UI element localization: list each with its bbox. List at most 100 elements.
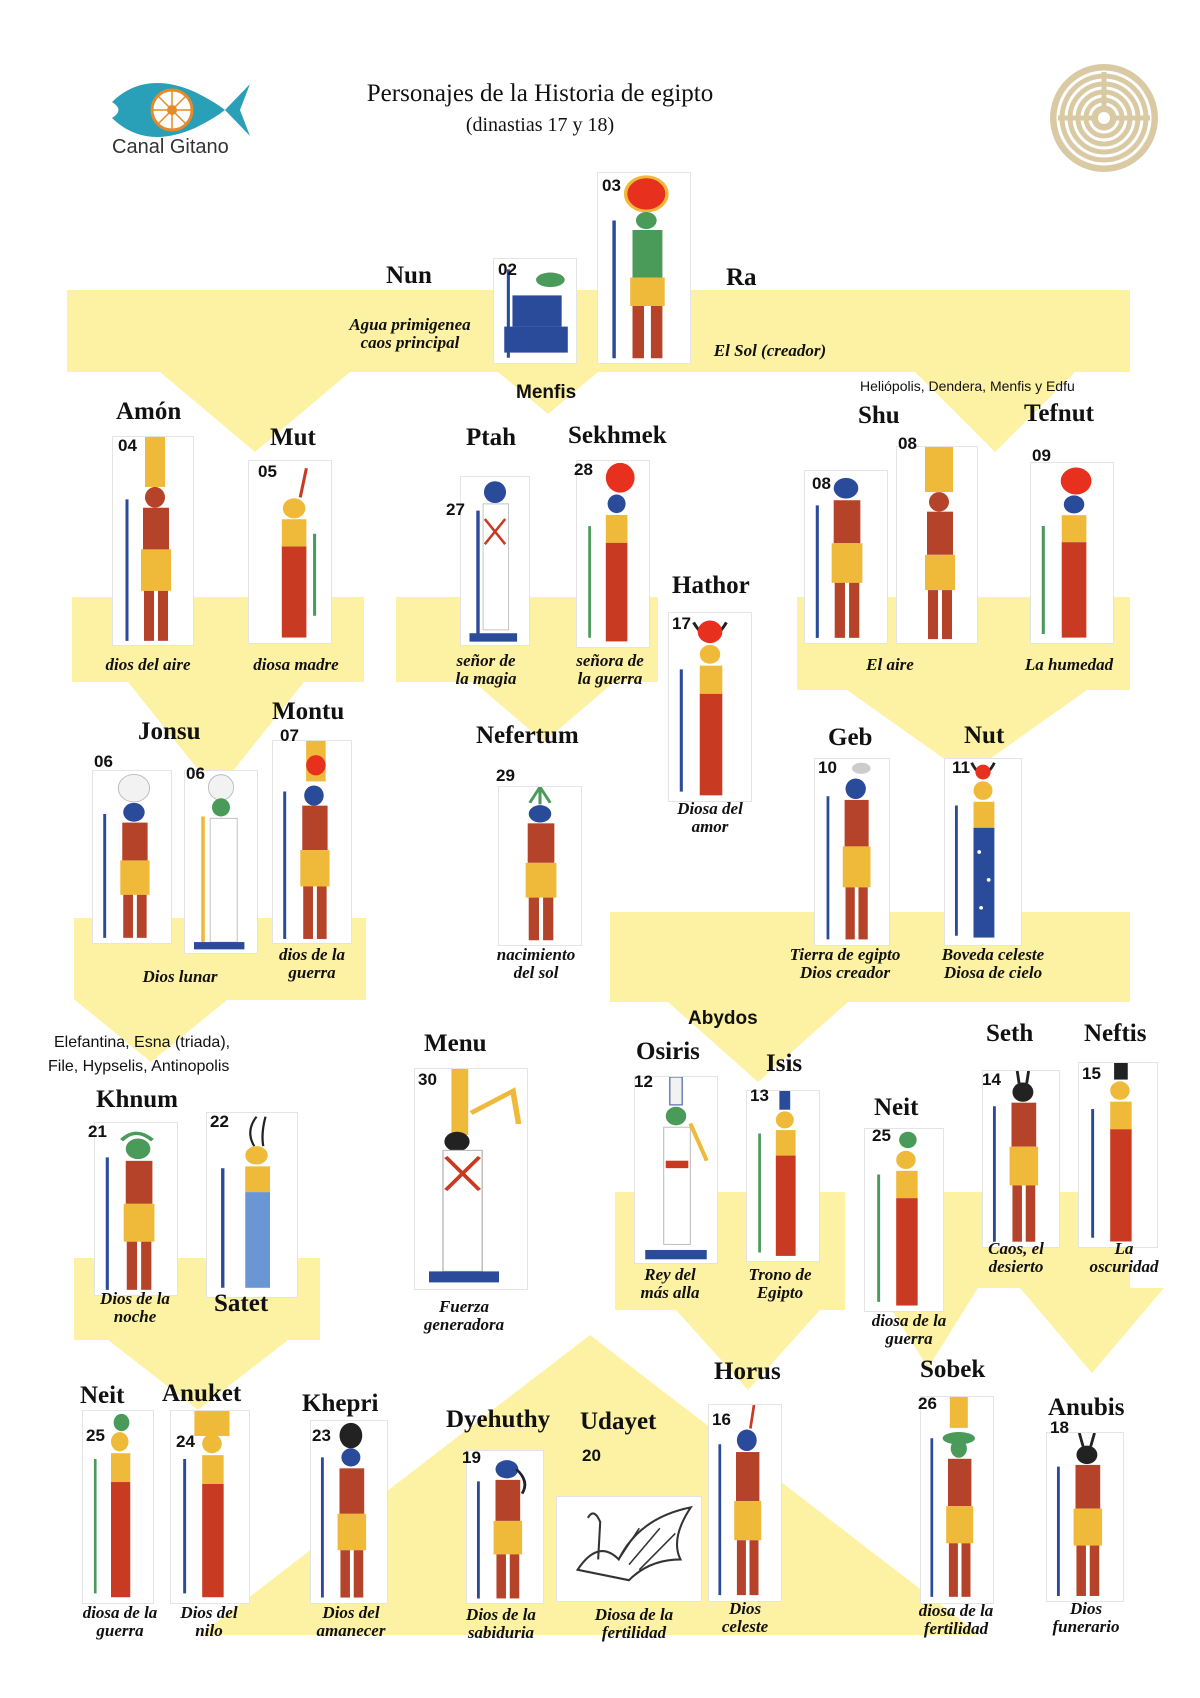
- num-osiris: 12: [634, 1072, 653, 1091]
- num-ra: 03: [602, 176, 621, 195]
- place-elefantina-1: Elefantina, Esna (triada),: [54, 1034, 231, 1051]
- name-udayet: Udayet: [580, 1408, 657, 1435]
- name-anubis: Anubis: [1048, 1394, 1125, 1421]
- figure-card-shu-1: [804, 470, 888, 644]
- caption-nun: Agua primigenea caos principal: [349, 315, 471, 352]
- num-nefertum: 29: [496, 766, 515, 785]
- num-hathor: 17: [672, 614, 691, 633]
- figure-card-neftis: [1078, 1062, 1158, 1248]
- figure-card-sobek: [920, 1396, 994, 1604]
- name-jonsu: Jonsu: [138, 718, 201, 745]
- num-horus: 16: [712, 1410, 731, 1429]
- figure-card-mut: [248, 460, 332, 644]
- caption-nut: Boveda celeste Diosa de cielo: [941, 945, 1045, 982]
- name-hathor: Hathor: [672, 572, 750, 599]
- num-anubis: 18: [1050, 1418, 1069, 1437]
- figure-card-jonsu-1: [92, 770, 172, 944]
- num-shu-1: 08: [812, 474, 831, 493]
- num-neit-mid: 25: [872, 1126, 891, 1145]
- caption-menu: Fuerza generadora: [423, 1297, 505, 1334]
- caption-shu: El aire: [866, 655, 914, 674]
- name-amon: Amón: [116, 398, 182, 425]
- canal-gitano-logo: Canal Gitano: [100, 62, 260, 162]
- caption-ptah: señor de la magia: [455, 651, 517, 688]
- figure-card-seth: [982, 1070, 1060, 1248]
- caption-dyehuthy: Dios de la sabiduria: [466, 1605, 536, 1642]
- figure-card-ra: [597, 172, 691, 364]
- figure-card-horus: [708, 1404, 782, 1602]
- arrow-khnum: [75, 1000, 227, 1062]
- num-khnum: 21: [88, 1122, 107, 1141]
- figure-card-khnum: [94, 1122, 178, 1296]
- figure-card-jonsu-2: [184, 770, 258, 954]
- caption-isis: Trono de Egipto: [748, 1265, 812, 1302]
- arrow-anubis: [1020, 1288, 1164, 1373]
- name-dyehuthy: Dyehuthy: [446, 1406, 551, 1433]
- caption-anubis: Dios funerario: [1052, 1599, 1120, 1636]
- figure-card-dyehuthy: [466, 1450, 544, 1604]
- arrow-menfis: [498, 372, 598, 414]
- name-menu: Menu: [424, 1030, 487, 1057]
- num-geb: 10: [818, 758, 837, 777]
- caption-tefnut: La humedad: [1024, 655, 1114, 674]
- place-elefantina-2: File, Hypselis, Antinopolis: [48, 1058, 230, 1075]
- name-nut: Nut: [964, 722, 1005, 749]
- name-anuket: Anuket: [162, 1380, 242, 1407]
- num-jonsu-2: 06: [186, 764, 205, 783]
- name-satet: Satet: [214, 1290, 269, 1317]
- page-subtitle: (dinastias 17 y 18): [465, 114, 615, 136]
- num-seth: 14: [982, 1070, 1001, 1089]
- caption-montu: dios de la guerra: [278, 945, 346, 982]
- figure-card-hathor: [668, 612, 752, 802]
- num-isis: 13: [750, 1086, 769, 1105]
- name-shu: Shu: [858, 402, 900, 429]
- name-geb: Geb: [828, 724, 873, 751]
- num-nut: 11: [952, 758, 970, 777]
- name-montu: Montu: [272, 698, 345, 725]
- caption-nefertum: nacimiento del sol: [496, 945, 576, 982]
- figure-card-nut: [944, 758, 1022, 946]
- figure-card-amon: [112, 436, 194, 646]
- name-neftis: Neftis: [1084, 1020, 1147, 1047]
- name-khnum: Khnum: [96, 1086, 178, 1113]
- labyrinth-icon: [1048, 62, 1160, 174]
- caption-geb: Tierra de egipto Dios creador: [789, 945, 901, 982]
- caption-neit-low: diosa de la guerra: [82, 1603, 158, 1640]
- figure-card-nefertum: [498, 786, 582, 946]
- caption-anuket: Dios del nilo: [180, 1603, 238, 1640]
- caption-khepri: Dios del amanecer: [316, 1603, 386, 1640]
- name-ra: Ra: [726, 264, 757, 291]
- num-amon: 04: [118, 436, 137, 455]
- arrow-abydos: [668, 1002, 848, 1082]
- caption-neit-mid: diosa de la guerra: [871, 1311, 947, 1348]
- caption-ra: El Sol (creador): [713, 341, 827, 360]
- num-sekhmek: 28: [574, 460, 593, 479]
- page-title: Personajes de la Historia de egipto: [366, 80, 714, 107]
- arrow-nefertum: [474, 682, 614, 742]
- caption-khnum: Dios de la noche: [100, 1289, 170, 1326]
- caption-seth: Caos, el desierto: [988, 1239, 1044, 1276]
- caption-horus: Dios celeste: [721, 1599, 769, 1636]
- name-tefnut: Tefnut: [1024, 400, 1094, 427]
- figure-card-anubis: [1046, 1432, 1124, 1602]
- name-neit-low: Neit: [80, 1382, 125, 1409]
- logo-text: Canal Gitano: [112, 136, 229, 158]
- name-sobek: Sobek: [920, 1356, 986, 1383]
- caption-mut: diosa madre: [253, 655, 339, 674]
- name-mut: Mut: [270, 424, 316, 451]
- num-neit-low: 25: [86, 1426, 105, 1445]
- caption-osiris: Rey del más alla: [640, 1265, 700, 1302]
- num-menu: 30: [418, 1070, 437, 1089]
- figure-card-anuket: [170, 1410, 250, 1604]
- num-anuket: 24: [176, 1432, 195, 1451]
- figure-card-shu-2: [896, 446, 978, 644]
- arrow-shu: [915, 372, 1075, 452]
- caption-neftis: La oscuridad: [1089, 1239, 1159, 1276]
- num-udayet: 20: [582, 1446, 601, 1465]
- name-seth: Seth: [986, 1020, 1034, 1047]
- num-dyehuthy: 19: [462, 1448, 481, 1467]
- figure-card-sekhmek: [576, 460, 650, 648]
- figure-card-isis: [746, 1090, 820, 1262]
- place-abydos: Abydos: [688, 1008, 758, 1029]
- caption-amon: dios del aire: [105, 655, 191, 674]
